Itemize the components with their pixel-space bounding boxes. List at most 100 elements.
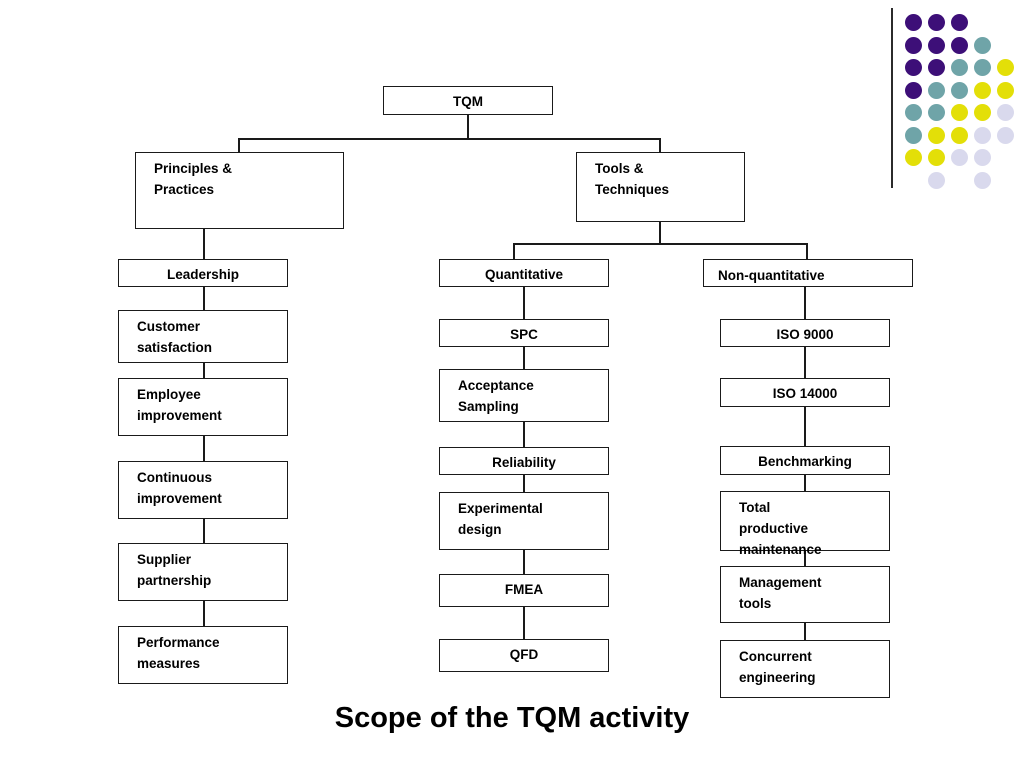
connector-leadership-to-customer: [203, 287, 205, 310]
connector-acceptance-to-reliability: [523, 422, 525, 447]
decoration-dot: [928, 59, 945, 76]
node-iso-14000[interactable]: ISO 14000: [720, 378, 890, 407]
decoration-dot: [905, 104, 922, 121]
decoration-dot: [974, 104, 991, 121]
connector-benchmarking-to-tpm: [804, 475, 806, 491]
connector-tpm-to-management: [804, 551, 806, 566]
decoration-dot: [974, 59, 991, 76]
connector-tools-bar: [513, 243, 807, 245]
node-acceptance-sampling[interactable]: Acceptance Sampling: [439, 369, 609, 422]
connector-tools-to-nonquantitative: [806, 243, 808, 259]
connector-principles-spine: [203, 229, 205, 259]
decoration-dot: [905, 14, 922, 31]
node-supplier-partnership[interactable]: Supplier partnership: [118, 543, 288, 601]
node-qfd[interactable]: QFD: [439, 639, 609, 672]
node-total-productive-maintenance[interactable]: Total productive maintenance: [720, 491, 890, 557]
node-employee-improvement-label: Employee improvement: [137, 387, 222, 423]
node-total-productive-maintenance-label: Total productive maintenance: [739, 500, 822, 557]
decoration-dot: [928, 104, 945, 121]
connector-tqm-stem: [467, 115, 469, 139]
decoration-dot: [974, 171, 991, 189]
node-non-quantitative-label: Non-quantitative: [718, 268, 825, 283]
node-experimental-design[interactable]: Experimental design: [439, 492, 609, 550]
decoration-dot: [997, 59, 1014, 76]
decoration-dot: [974, 81, 991, 99]
node-tqm[interactable]: TQM: [383, 86, 553, 115]
node-reliability-label: Reliability: [492, 455, 556, 470]
connector-employee-to-continuous: [203, 436, 205, 461]
node-performance-measures-label: Performance measures: [137, 635, 220, 671]
decoration-dot: [974, 149, 991, 166]
decoration-dot: [905, 36, 922, 54]
node-non-quantitative[interactable]: Non-quantitative: [703, 259, 913, 287]
connector-tqm-bar: [238, 138, 660, 140]
decoration-dot: [905, 149, 922, 166]
node-acceptance-sampling-label: Acceptance Sampling: [458, 378, 534, 414]
connector-iso9000-to-iso14000: [804, 347, 806, 378]
node-management-tools-label: Management tools: [739, 575, 822, 611]
decoration-dot: [951, 59, 968, 76]
node-tqm-label: TQM: [453, 94, 483, 109]
vertical-rule: [891, 8, 893, 188]
decoration-dot: [997, 104, 1014, 121]
decoration-dot: [951, 36, 968, 54]
node-principles-practices[interactable]: Principles & Practices: [135, 152, 344, 229]
node-iso-9000[interactable]: ISO 9000: [720, 319, 890, 347]
node-fmea-label: FMEA: [504, 582, 544, 597]
node-tools-techniques[interactable]: Tools & Techniques: [576, 152, 745, 222]
decoration-dot: [974, 126, 991, 144]
decoration-dot: [928, 126, 945, 144]
node-quantitative-label: Quantitative: [484, 267, 563, 282]
node-iso-14000-label: ISO 14000: [772, 386, 838, 401]
decoration-dot: [951, 104, 968, 121]
decoration-dot: [951, 14, 968, 31]
node-employee-improvement[interactable]: Employee improvement: [118, 378, 288, 436]
node-quantitative[interactable]: Quantitative: [439, 259, 609, 287]
node-spc[interactable]: SPC: [439, 319, 609, 347]
connector-iso14000-to-benchmarking: [804, 407, 806, 446]
decoration-dot: [997, 126, 1014, 144]
connector-quantitative-to-spc: [523, 287, 525, 319]
decoration-dot: [974, 36, 991, 54]
decoration-dot: [928, 171, 945, 189]
connector-supplier-to-performance: [203, 601, 205, 626]
node-management-tools[interactable]: Management tools: [720, 566, 890, 623]
connector-continuous-to-supplier: [203, 519, 205, 543]
decoration-dot: [905, 126, 922, 144]
node-reliability[interactable]: Reliability: [439, 447, 609, 475]
node-continuous-improvement-label: Continuous improvement: [137, 470, 222, 506]
connector-spc-to-acceptance: [523, 347, 525, 369]
node-fmea[interactable]: FMEA: [439, 574, 609, 607]
node-supplier-partnership-label: Supplier partnership: [137, 552, 212, 588]
node-concurrent-engineering[interactable]: Concurrent engineering: [720, 640, 890, 698]
page-title: Scope of the TQM activity: [334, 702, 690, 734]
connector-experimental-to-fmea: [523, 550, 525, 574]
node-concurrent-engineering-label: Concurrent engineering: [739, 649, 816, 685]
node-leadership-label: Leadership: [166, 267, 240, 282]
dot-grid-decoration: [880, 0, 1024, 200]
node-tools-techniques-label: Tools & Techniques: [595, 161, 670, 197]
decoration-dot: [951, 149, 968, 166]
connector-tqm-to-principles: [238, 138, 240, 153]
node-experimental-design-label: Experimental design: [458, 501, 543, 537]
decoration-dot: [905, 59, 922, 76]
decoration-dot: [928, 81, 945, 99]
node-principles-practices-label: Principles & Practices: [154, 161, 233, 197]
node-performance-measures[interactable]: Performance measures: [118, 626, 288, 684]
decoration-dot: [997, 81, 1014, 99]
connector-reliability-to-experimental: [523, 475, 525, 492]
node-customer-satisfaction[interactable]: Customer satisfaction: [118, 310, 288, 363]
decoration-dot: [928, 149, 945, 166]
connector-tools-stem: [659, 222, 661, 244]
node-benchmarking[interactable]: Benchmarking: [720, 446, 890, 475]
connector-fmea-to-qfd: [523, 607, 525, 639]
decoration-dot: [928, 14, 945, 31]
node-leadership[interactable]: Leadership: [118, 259, 288, 287]
connector-management-to-concurrent: [804, 623, 806, 640]
node-benchmarking-label: Benchmarking: [758, 454, 852, 469]
node-qfd-label: QFD: [509, 647, 539, 662]
node-iso-9000-label: ISO 9000: [776, 327, 834, 342]
connector-nonquant-to-iso9000: [804, 287, 806, 319]
node-continuous-improvement[interactable]: Continuous improvement: [118, 461, 288, 519]
